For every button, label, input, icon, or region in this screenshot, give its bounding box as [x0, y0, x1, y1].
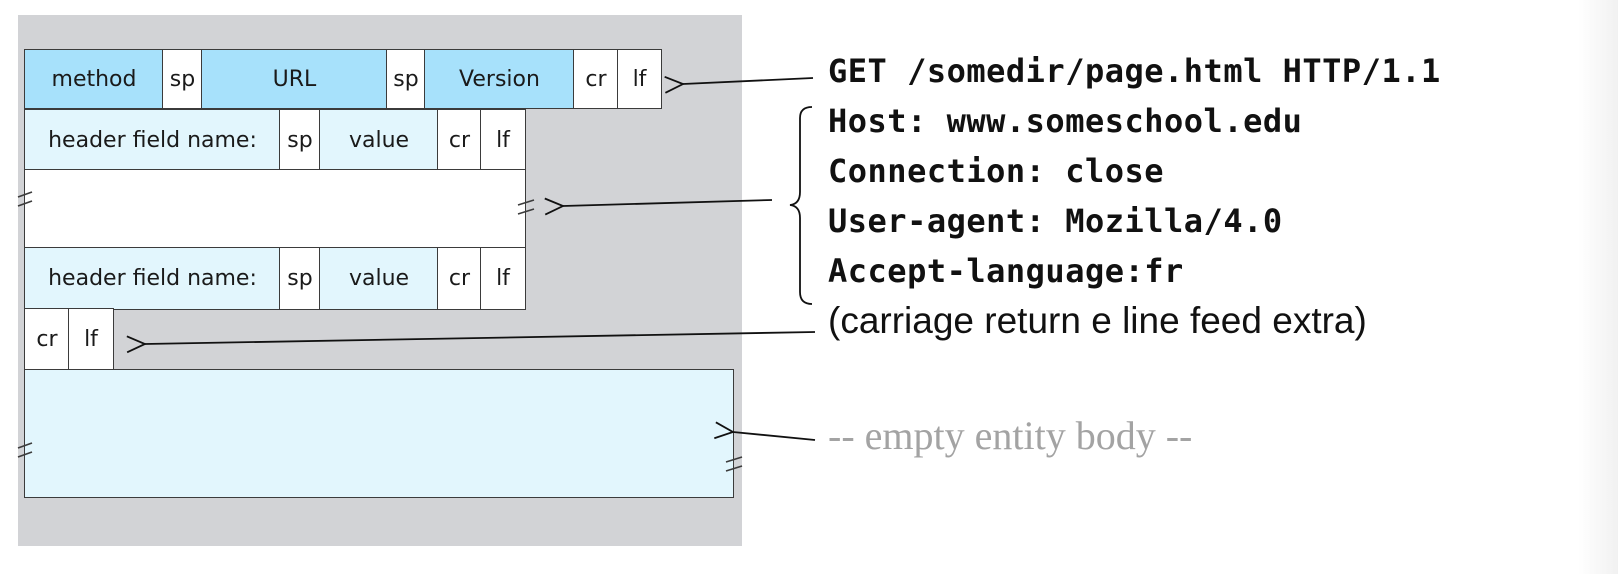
sp-field: sp [279, 247, 321, 310]
omitted-header-lines [24, 169, 526, 249]
cr-field: cr [437, 109, 482, 171]
cr-field: cr [573, 49, 619, 109]
headers-arrow [563, 200, 773, 206]
entity-body [24, 369, 734, 498]
header-field-name: header field name: [24, 109, 281, 171]
edge-shade [1578, 0, 1618, 574]
empty-body-note: -- empty entity body -- [828, 413, 1193, 458]
header-host: Host: www.someschool.edu [828, 102, 1303, 140]
break-mark [17, 191, 33, 458]
request-line-text: GET /somedir/page.html HTTP/1.1 [828, 52, 1441, 90]
headers-brace [789, 106, 813, 305]
header-connection: Connection: close [828, 152, 1165, 190]
crlf-arrow [145, 331, 816, 344]
crlf-note: (carriage return e line feed extra) [828, 300, 1367, 341]
body-arrow [733, 432, 816, 441]
cr-field: cr [24, 308, 70, 371]
cr-field: cr [437, 247, 482, 310]
version-field: Version [424, 49, 575, 109]
lf-field: lf [480, 247, 526, 310]
sp-field: sp [279, 109, 321, 171]
lf-field: lf [617, 49, 662, 109]
header-accept-language: Accept-language:fr [828, 252, 1184, 290]
value-field: value [319, 247, 439, 310]
break-mark [517, 199, 743, 472]
method-field: method [24, 49, 164, 109]
sp-field: sp [386, 49, 426, 109]
request-line-arrow [683, 78, 814, 84]
header-field-name: header field name: [24, 247, 281, 310]
url-field: URL [201, 49, 388, 109]
header-user-agent: User-agent: Mozilla/4.0 [828, 202, 1283, 240]
